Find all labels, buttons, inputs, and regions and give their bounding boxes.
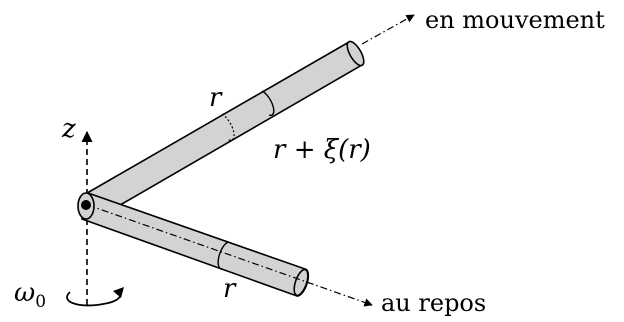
- rotation-arrow: [66, 291, 122, 307]
- r-lower-label: r: [223, 274, 237, 304]
- moving-direction-line: [361, 14, 415, 45]
- moving-rod-section-line: [261, 90, 275, 116]
- r-upper-label: r: [209, 83, 223, 113]
- z-axis-label: z: [61, 114, 76, 144]
- rest-direction-label: au repos: [381, 289, 486, 317]
- r-plus-xi-label: r + ξ(r): [273, 135, 371, 165]
- pivot-point: [81, 200, 91, 210]
- moving-direction-label: en mouvement: [425, 6, 605, 34]
- moving-rod-inner-mark: [221, 113, 235, 141]
- rest-rod-body: [81, 191, 310, 297]
- moving-rod-body: [80, 41, 364, 221]
- rotation-arrowhead: [113, 287, 124, 298]
- rest-rod-end-cap: [293, 268, 309, 297]
- rest-rod-section-line: [217, 241, 230, 270]
- omega-label: ω0: [14, 278, 46, 312]
- moving-rod: [80, 40, 365, 221]
- moving-rod-end-cap: [346, 40, 365, 67]
- rest-direction-line: [87, 204, 373, 307]
- rest-rod: [81, 191, 310, 297]
